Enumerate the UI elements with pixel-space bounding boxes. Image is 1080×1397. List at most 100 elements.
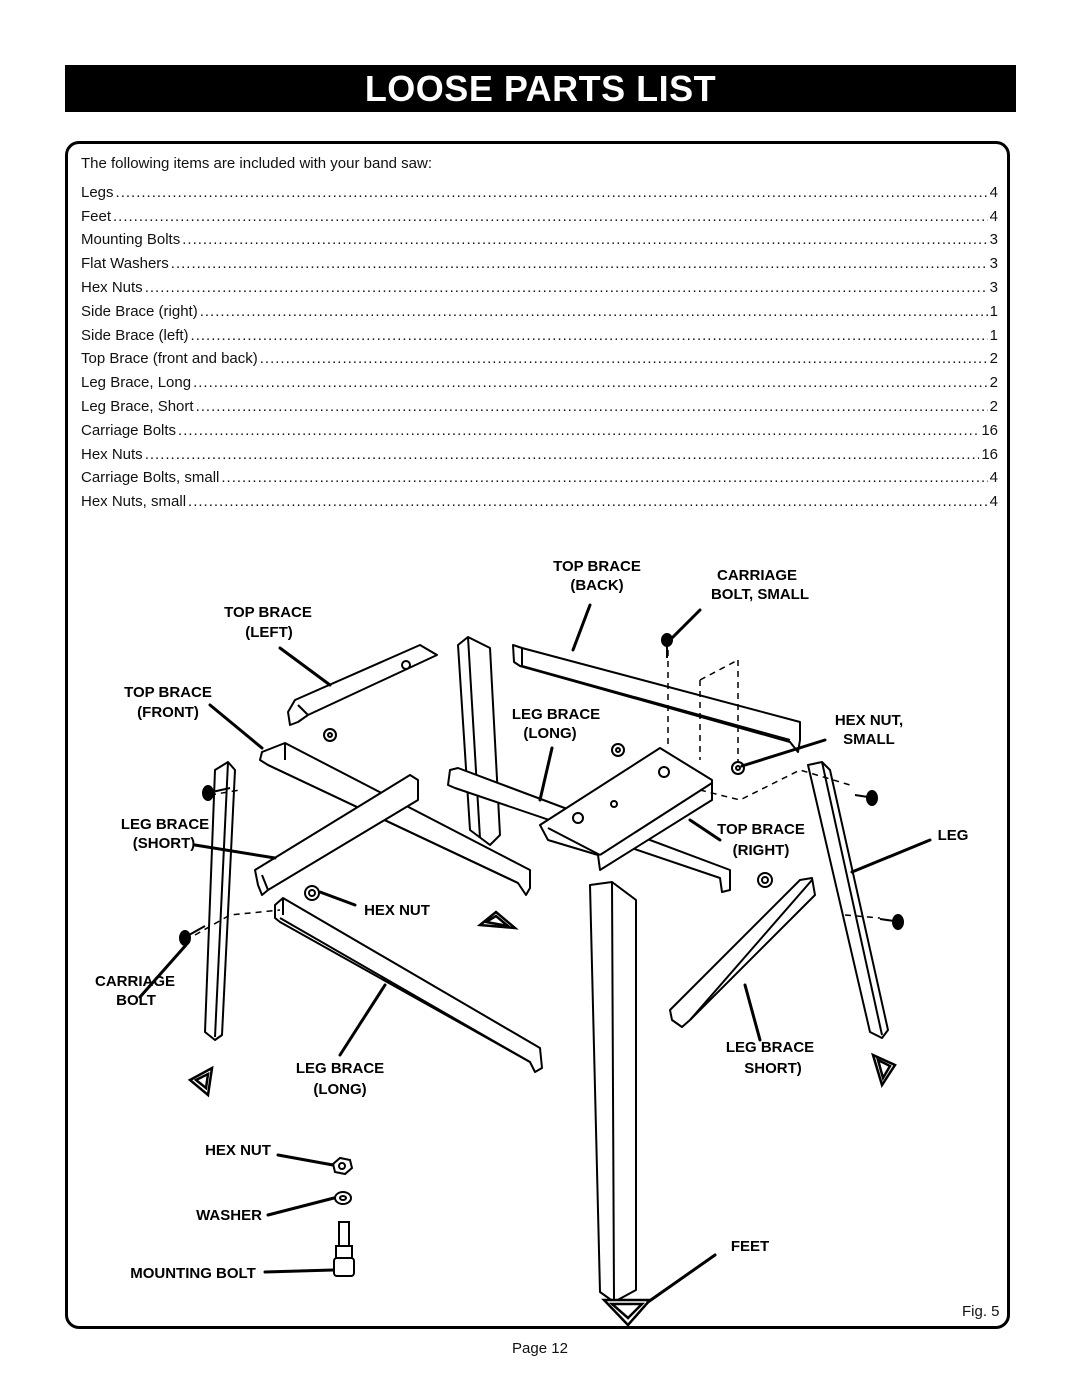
part-name: Legs: [81, 183, 114, 201]
hex-nut-small-icon: [323, 728, 337, 742]
leg-brace-short-left: [254, 774, 419, 896]
leg-brace-short-right: [669, 877, 816, 1028]
part-name: Feet: [81, 207, 112, 225]
label-leg-brace-short: LEG BRACE: [121, 816, 209, 833]
label-hex-nut-bottom: HEX NUT: [205, 1142, 271, 1159]
part-name: Hex Nuts: [81, 278, 143, 296]
list-item: Carriage Bolts, small 4: [81, 465, 998, 489]
page-number: Page 12: [512, 1340, 568, 1357]
label-top-brace-left: TOP BRACE: [224, 604, 312, 621]
label-top-brace-right: (RIGHT): [733, 842, 790, 859]
foot-icon: [187, 1065, 214, 1098]
label-leg-brace-short-right: SHORT): [744, 1060, 802, 1077]
parts-list: Legs 4 Feet 4 Mounting Bolts 3 Flat Washers…: [81, 179, 998, 512]
part-qty: 4: [989, 469, 998, 487]
label-leg-brace-long: LEG BRACE: [512, 706, 600, 723]
mounting-bolt-icon: [333, 1221, 355, 1277]
label-leg-brace-short-right: LEG BRACE: [726, 1039, 814, 1056]
part-qty: 4: [989, 207, 998, 225]
hex-nut-icon: [331, 1156, 354, 1176]
list-item: Leg Brace, Long 2: [81, 369, 998, 393]
carriage-bolt-icon: [202, 785, 231, 801]
list-item: Legs 4: [81, 179, 998, 203]
part-qty: 16: [981, 445, 998, 463]
label-top-brace-front: (FRONT): [137, 704, 199, 721]
label-carriage-bolt-small: BOLT, SMALL: [711, 586, 809, 603]
top-brace-front: [259, 742, 531, 896]
part-name: Leg Brace, Long: [81, 374, 192, 392]
list-item: Hex Nuts 3: [81, 274, 998, 298]
top-brace-left: [287, 644, 438, 726]
foot-icon: [476, 910, 519, 930]
list-item: Leg Brace, Short 2: [81, 393, 998, 417]
label-top-brace-left: (LEFT): [245, 624, 292, 641]
label-hex-nut-small: HEX NUT,: [835, 712, 903, 729]
list-item: Hex Nuts, small 4: [81, 488, 998, 512]
label-leg-brace-long-bottom: LEG BRACE: [296, 1060, 384, 1077]
part-name: Side Brace (left): [81, 326, 189, 344]
part-name: Flat Washers: [81, 255, 169, 273]
figure-caption: Fig. 5: [962, 1303, 1000, 1320]
part-name: Top Brace (front and back): [81, 350, 258, 368]
part-name: Hex Nuts: [81, 445, 143, 463]
leg-front-right: [589, 881, 637, 1303]
part-name: Carriage Bolts: [81, 421, 177, 439]
part-qty: 2: [989, 350, 998, 368]
list-item: Feet 4: [81, 203, 998, 227]
label-top-brace-back: (BACK): [570, 577, 623, 594]
top-brace-right: [539, 747, 713, 871]
leg-back-right: [807, 761, 889, 1039]
label-carriage-bolt: CARRIAGE: [95, 973, 175, 990]
label-top-brace-front: TOP BRACE: [124, 684, 212, 701]
carriage-bolt-icon: [879, 914, 904, 930]
list-item: Mounting Bolts 3: [81, 227, 998, 251]
part-name: Hex Nuts, small: [81, 493, 187, 511]
label-mounting-bolt: MOUNTING BOLT: [130, 1265, 256, 1282]
list-item: Flat Washers 3: [81, 250, 998, 274]
list-item: Hex Nuts 16: [81, 441, 998, 465]
leg-back-left: [457, 636, 501, 846]
leg-brace-long-front: [274, 897, 543, 1073]
carriage-bolt-icon: [854, 790, 878, 806]
label-leg-brace-short: (SHORT): [133, 835, 196, 852]
parts-panel: [65, 141, 1010, 1329]
list-item: Top Brace (front and back) 2: [81, 346, 998, 370]
label-leg: LEG: [938, 827, 969, 844]
part-name: Leg Brace, Short: [81, 397, 194, 415]
hex-nut-small-icon: [731, 761, 745, 775]
label-carriage-bolt-small: CARRIAGE: [717, 567, 797, 584]
label-top-brace-back: TOP BRACE: [553, 558, 641, 575]
part-qty: 1: [989, 326, 998, 344]
label-hex-nut: HEX NUT: [364, 902, 430, 919]
part-name: Side Brace (right): [81, 302, 198, 320]
part-qty: 16: [981, 421, 998, 439]
list-item: Carriage Bolts 16: [81, 417, 998, 441]
label-washer: WASHER: [196, 1207, 262, 1224]
page-title: LOOSE PARTS LIST: [364, 67, 717, 109]
hex-nut-icon: [304, 885, 320, 901]
label-leg-brace-long: (LONG): [523, 725, 576, 742]
part-qty: 3: [989, 278, 998, 296]
part-qty: 4: [989, 183, 998, 201]
part-name: Carriage Bolts, small: [81, 469, 220, 487]
label-feet: FEET: [731, 1238, 769, 1255]
label-top-brace-right: TOP BRACE: [717, 821, 805, 838]
washer-icon: [334, 1191, 352, 1205]
hex-nut-icon: [757, 872, 773, 888]
part-qty: 1: [989, 302, 998, 320]
carriage-bolt-icon: [179, 925, 206, 946]
part-qty: 2: [989, 397, 998, 415]
part-qty: 2: [989, 374, 998, 392]
list-item: Side Brace (right) 1: [81, 298, 998, 322]
hex-nut-small-icon: [611, 743, 625, 757]
foot-icon: [601, 1298, 653, 1327]
part-name: Mounting Bolts: [81, 231, 181, 249]
carriage-bolt-small-icon: [661, 633, 673, 658]
label-hex-nut-small: SMALL: [843, 731, 895, 748]
part-qty: 3: [989, 255, 998, 273]
part-qty: 3: [989, 231, 998, 249]
part-qty: 4: [989, 493, 998, 511]
leg-front-left: [204, 761, 236, 1041]
foot-icon: [871, 1052, 897, 1088]
